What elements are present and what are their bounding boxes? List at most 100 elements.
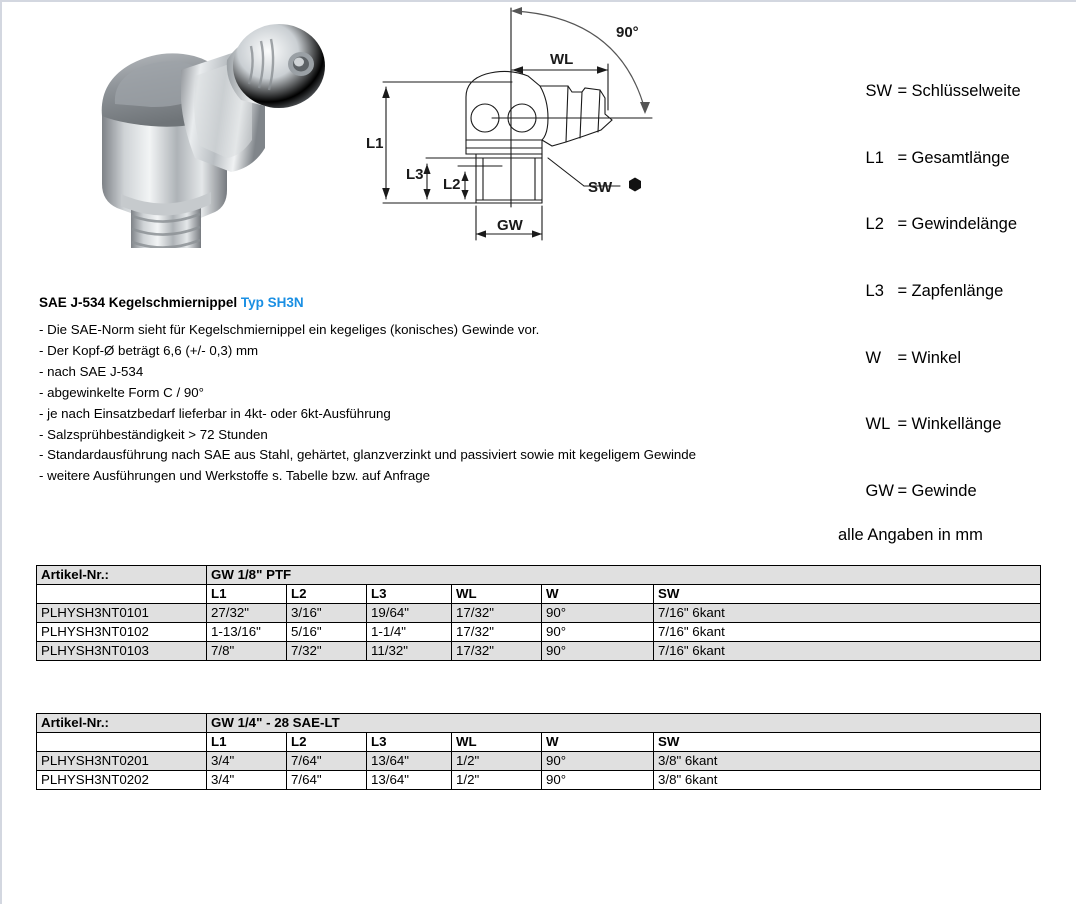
table-header-thread: GW 1/8" PTF (205, 565, 1042, 585)
table-subheader-blank (36, 584, 207, 604)
cell-wl: 17/32" (451, 622, 542, 642)
description-bullet: - Die SAE-Norm sieht für Kegelschmiernip… (39, 322, 540, 337)
cell-w: 90° (541, 751, 654, 771)
legend-key: W (865, 348, 882, 367)
cell-wl: 1/2" (451, 770, 542, 790)
table-column-l1: L1 (206, 732, 287, 752)
table-column-w: W (541, 732, 654, 752)
table-subheader-row: L1 L2 L3 WL W SW (36, 584, 1042, 604)
description-bullet: - weitere Ausführungen und Werkstoffe s.… (39, 468, 431, 484)
drawing-label-l2: L2 (443, 176, 461, 193)
table-row: PLHYSH3NT0201 3/4" 7/64" 13/64" 1/2" 90°… (36, 751, 1042, 771)
cell-l1: 3/4" (206, 751, 287, 771)
legend-key: WL (865, 415, 891, 434)
table-header-row: Artikel-Nr.: GW 1/4" - 28 SAE-LT (36, 713, 1042, 733)
product-photo (55, 8, 325, 248)
table-header-row: Artikel-Nr.: GW 1/8" PTF (36, 565, 1042, 585)
cell-l2: 7/32" (286, 641, 367, 661)
table-column-l2: L2 (286, 584, 367, 604)
cell-w: 90° (541, 622, 654, 642)
legend-note: alle Angaben in mm (838, 526, 983, 545)
table-column-l2: L2 (286, 732, 367, 752)
legend-equals: = (897, 148, 908, 167)
description-block: SAE J-534 Kegelschmiernippel Typ SH3N - … (39, 294, 839, 487)
legend-equals: = (897, 215, 908, 234)
product-title: SAE J-534 Kegelschmiernippel Typ SH3N (39, 294, 839, 312)
legend-key: L2 (865, 215, 884, 234)
table-column-sw: SW (652, 732, 1042, 752)
legend-text: Zapfenlänge (911, 282, 1004, 301)
table-row: PLHYSH3NT0202 3/4" 7/64" 13/64" 1/2" 90°… (36, 770, 1042, 790)
cell-l3: 11/32" (366, 641, 452, 661)
cell-article: PLHYSH3NT0201 (36, 751, 207, 771)
drawing-label-sw: SW (588, 179, 613, 196)
technical-drawing: 90° WL L1 L3 L2 GW SW (352, 2, 692, 252)
legend-equals: = (897, 481, 908, 500)
table-header-thread: GW 1/4" - 28 SAE-LT (205, 713, 1042, 733)
product-title-type: Typ SH3N (240, 295, 304, 310)
legend-row: W =Winkel (838, 324, 1068, 391)
table-column-wl: WL (451, 584, 542, 604)
legend-row: L1=Gesamtlänge (838, 125, 1068, 192)
legend-text: Gewindelänge (911, 215, 1018, 234)
legend-row: L3=Zapfenlänge (838, 258, 1068, 325)
table-column-sw: SW (652, 584, 1042, 604)
cell-l1: 27/32" (206, 603, 287, 623)
cell-l1: 7/8" (206, 641, 287, 661)
description-bullet: - nach SAE J-534 (39, 363, 144, 379)
legend-key: L1 (865, 148, 884, 167)
cell-l1: 3/4" (206, 770, 287, 790)
legend-equals: = (897, 282, 908, 301)
top-illustration-area: 90° WL L1 L3 L2 GW SW SW=Schlüsselweite … (0, 0, 1076, 544)
description-bullet: - Der Kopf-Ø beträgt 6,6 (+/- 0,3) mm (39, 342, 259, 358)
cell-l3: 1-1/4" (366, 622, 452, 642)
cell-l3: 13/64" (366, 770, 452, 790)
product-table-sae-lt: Artikel-Nr.: GW 1/4" - 28 SAE-LT L1 L2 L… (36, 713, 1042, 790)
table-row: PLHYSH3NT0102 1-13/16" 5/16" 1-1/4" 17/3… (36, 622, 1042, 642)
legend-equals: = (897, 82, 908, 101)
cell-sw: 7/16" 6kant (652, 622, 1042, 642)
cell-w: 90° (541, 641, 654, 661)
legend-text: Schlüsselweite (911, 82, 1021, 101)
table-column-wl: WL (451, 732, 542, 752)
cell-article: PLHYSH3NT0202 (36, 770, 207, 790)
table-row: PLHYSH3NT0103 7/8" 7/32" 11/32" 17/32" 9… (36, 641, 1042, 661)
table-header-article: Artikel-Nr.: (36, 565, 207, 585)
table-row: PLHYSH3NT0101 27/32" 3/16" 19/64" 17/32"… (36, 603, 1042, 623)
table-subheader-blank (36, 732, 207, 752)
table-subheader-row: L1 L2 L3 WL W SW (36, 732, 1042, 752)
table-header-article: Artikel-Nr.: (36, 713, 207, 733)
table-column-w: W (541, 584, 654, 604)
cell-w: 90° (541, 603, 654, 623)
legend-equals: = (897, 348, 908, 367)
cell-l2: 5/16" (286, 622, 367, 642)
cell-wl: 17/32" (451, 603, 542, 623)
product-table-ptf: Artikel-Nr.: GW 1/8" PTF L1 L2 L3 WL W S… (36, 565, 1042, 661)
legend-key: GW (865, 481, 894, 500)
table-column-l1: L1 (206, 584, 287, 604)
legend-row: SW=Schlüsselweite (838, 58, 1068, 125)
drawing-label-angle: 90° (616, 24, 639, 41)
cell-sw: 7/16" 6kant (652, 603, 1042, 623)
product-title-main: SAE J-534 Kegelschmiernippel (39, 295, 238, 310)
description-bullet: - abgewinkelte Form C / 90° (39, 384, 204, 400)
drawing-label-l3: L3 (406, 166, 424, 183)
description-bullet: - Standardausführung nach SAE aus Stahl,… (39, 447, 697, 463)
cell-article: PLHYSH3NT0103 (36, 641, 207, 661)
cell-l2: 3/16" (286, 603, 367, 623)
cell-l2: 7/64" (286, 751, 367, 771)
cell-l3: 13/64" (366, 751, 452, 771)
legend-row: WL=Winkellänge (838, 391, 1068, 458)
cell-article: PLHYSH3NT0102 (36, 622, 207, 642)
cell-l1: 1-13/16" (206, 622, 287, 642)
description-bullet: - je nach Einsatzbedarf lieferbar in 4kt… (39, 405, 391, 421)
cell-sw: 7/16" 6kant (652, 641, 1042, 661)
legend-text: Winkel (911, 348, 962, 367)
cell-wl: 1/2" (451, 751, 542, 771)
cell-sw: 3/8" 6kant (652, 770, 1042, 790)
cell-w: 90° (541, 770, 654, 790)
table-column-l3: L3 (366, 584, 452, 604)
description-bullet: - Salzsprühbeständigkeit > 72 Stunden (39, 426, 268, 442)
legend-equals: = (897, 415, 908, 434)
